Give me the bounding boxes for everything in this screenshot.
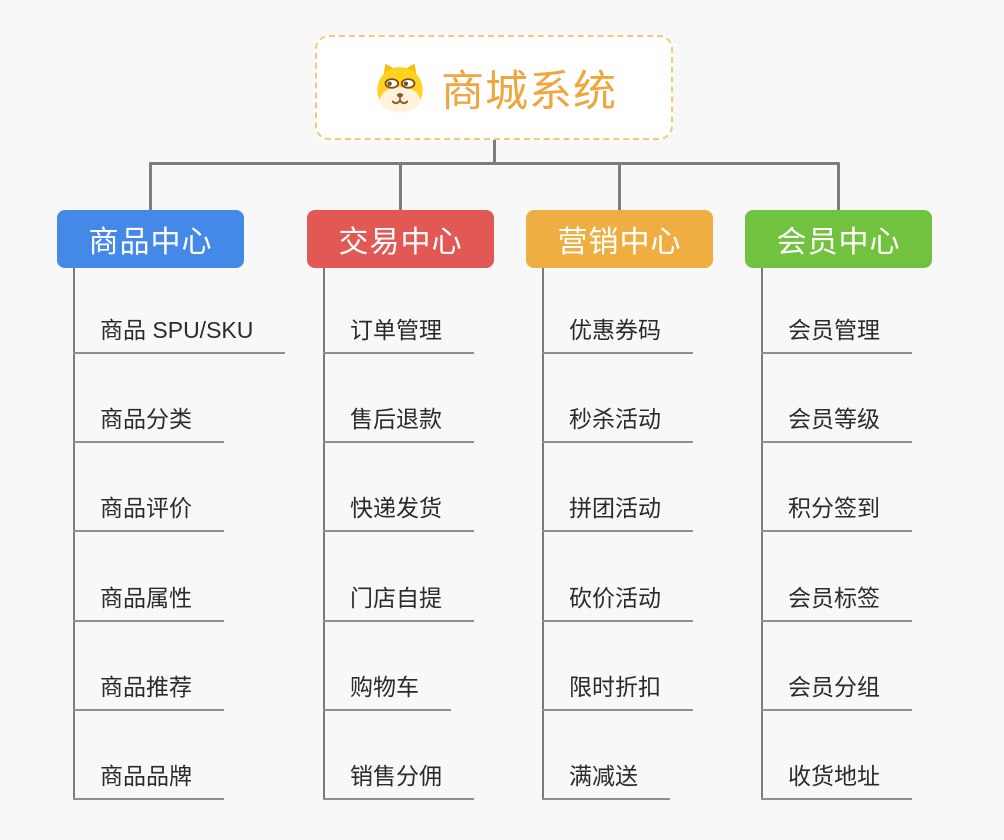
branch-trunk — [73, 268, 75, 800]
leaf-node[interactable]: 限时折扣 — [542, 672, 693, 711]
leaf-node[interactable]: 商品 SPU/SKU — [73, 315, 286, 354]
connector-drop-marketing — [618, 162, 621, 211]
branch-marketing-center: 营销中心 优惠券码 秒杀活动 拼团活动 砍价活动 限时折扣 满减送 — [526, 210, 776, 840]
leaf-node[interactable]: 拼团活动 — [542, 493, 693, 532]
leaf-node[interactable]: 会员标签 — [761, 583, 912, 622]
leaf-node[interactable]: 会员等级 — [761, 404, 912, 443]
leaf-node[interactable]: 满减送 — [542, 761, 670, 800]
branch-trade-center: 交易中心 订单管理 售后退款 快递发货 门店自提 购物车 销售分佣 — [307, 210, 557, 840]
branch-label: 商品中心 — [88, 226, 213, 259]
leaf-node[interactable]: 商品分类 — [73, 404, 224, 443]
leaf-node[interactable]: 购物车 — [323, 672, 451, 711]
leaf-node[interactable]: 积分签到 — [761, 493, 912, 532]
branch-trunk — [542, 268, 544, 800]
leaf-node[interactable]: 优惠券码 — [542, 315, 693, 354]
leaf-node[interactable]: 砍价活动 — [542, 583, 693, 622]
branch-trunk — [323, 268, 325, 800]
leaf-node[interactable]: 销售分佣 — [323, 761, 474, 800]
leaf-node[interactable]: 商品推荐 — [73, 672, 224, 711]
leaf-node[interactable]: 快递发货 — [323, 493, 474, 532]
dog-face-icon — [371, 59, 429, 117]
leaf-node[interactable]: 秒杀活动 — [542, 404, 693, 443]
leaf-node[interactable]: 会员管理 — [761, 315, 912, 354]
branch-node-member-center[interactable]: 会员中心 — [745, 210, 932, 268]
leaf-node[interactable]: 商品品牌 — [73, 761, 224, 800]
branch-node-trade-center[interactable]: 交易中心 — [307, 210, 494, 268]
connector-drop-member — [837, 162, 840, 211]
connector-drop-trade — [399, 162, 402, 211]
branch-node-marketing-center[interactable]: 营销中心 — [526, 210, 713, 268]
connector-stem — [493, 139, 496, 164]
branch-product-center: 商品中心 商品 SPU/SKU 商品分类 商品评价 商品属性 商品推荐 商品品牌 — [57, 210, 307, 840]
leaf-node[interactable]: 售后退款 — [323, 404, 474, 443]
branch-label: 交易中心 — [338, 226, 463, 259]
root-node-mall-system[interactable]: 商城系统 — [315, 35, 673, 140]
leaf-node[interactable]: 收货地址 — [761, 761, 912, 800]
branch-label: 会员中心 — [776, 226, 901, 259]
leaf-node[interactable]: 门店自提 — [323, 583, 474, 622]
leaf-node[interactable]: 会员分组 — [761, 672, 912, 711]
root-title: 商城系统 — [441, 67, 617, 116]
branch-label: 营销中心 — [557, 226, 682, 259]
leaf-node[interactable]: 商品评价 — [73, 493, 224, 532]
connector-drop-product — [149, 162, 152, 211]
connector-bus — [149, 162, 840, 165]
branch-member-center: 会员中心 会员管理 会员等级 积分签到 会员标签 会员分组 收货地址 — [745, 210, 995, 840]
leaf-node[interactable]: 商品属性 — [73, 583, 224, 622]
leaf-node[interactable]: 订单管理 — [323, 315, 474, 354]
branch-node-product-center[interactable]: 商品中心 — [57, 210, 244, 268]
branch-trunk — [761, 268, 763, 800]
